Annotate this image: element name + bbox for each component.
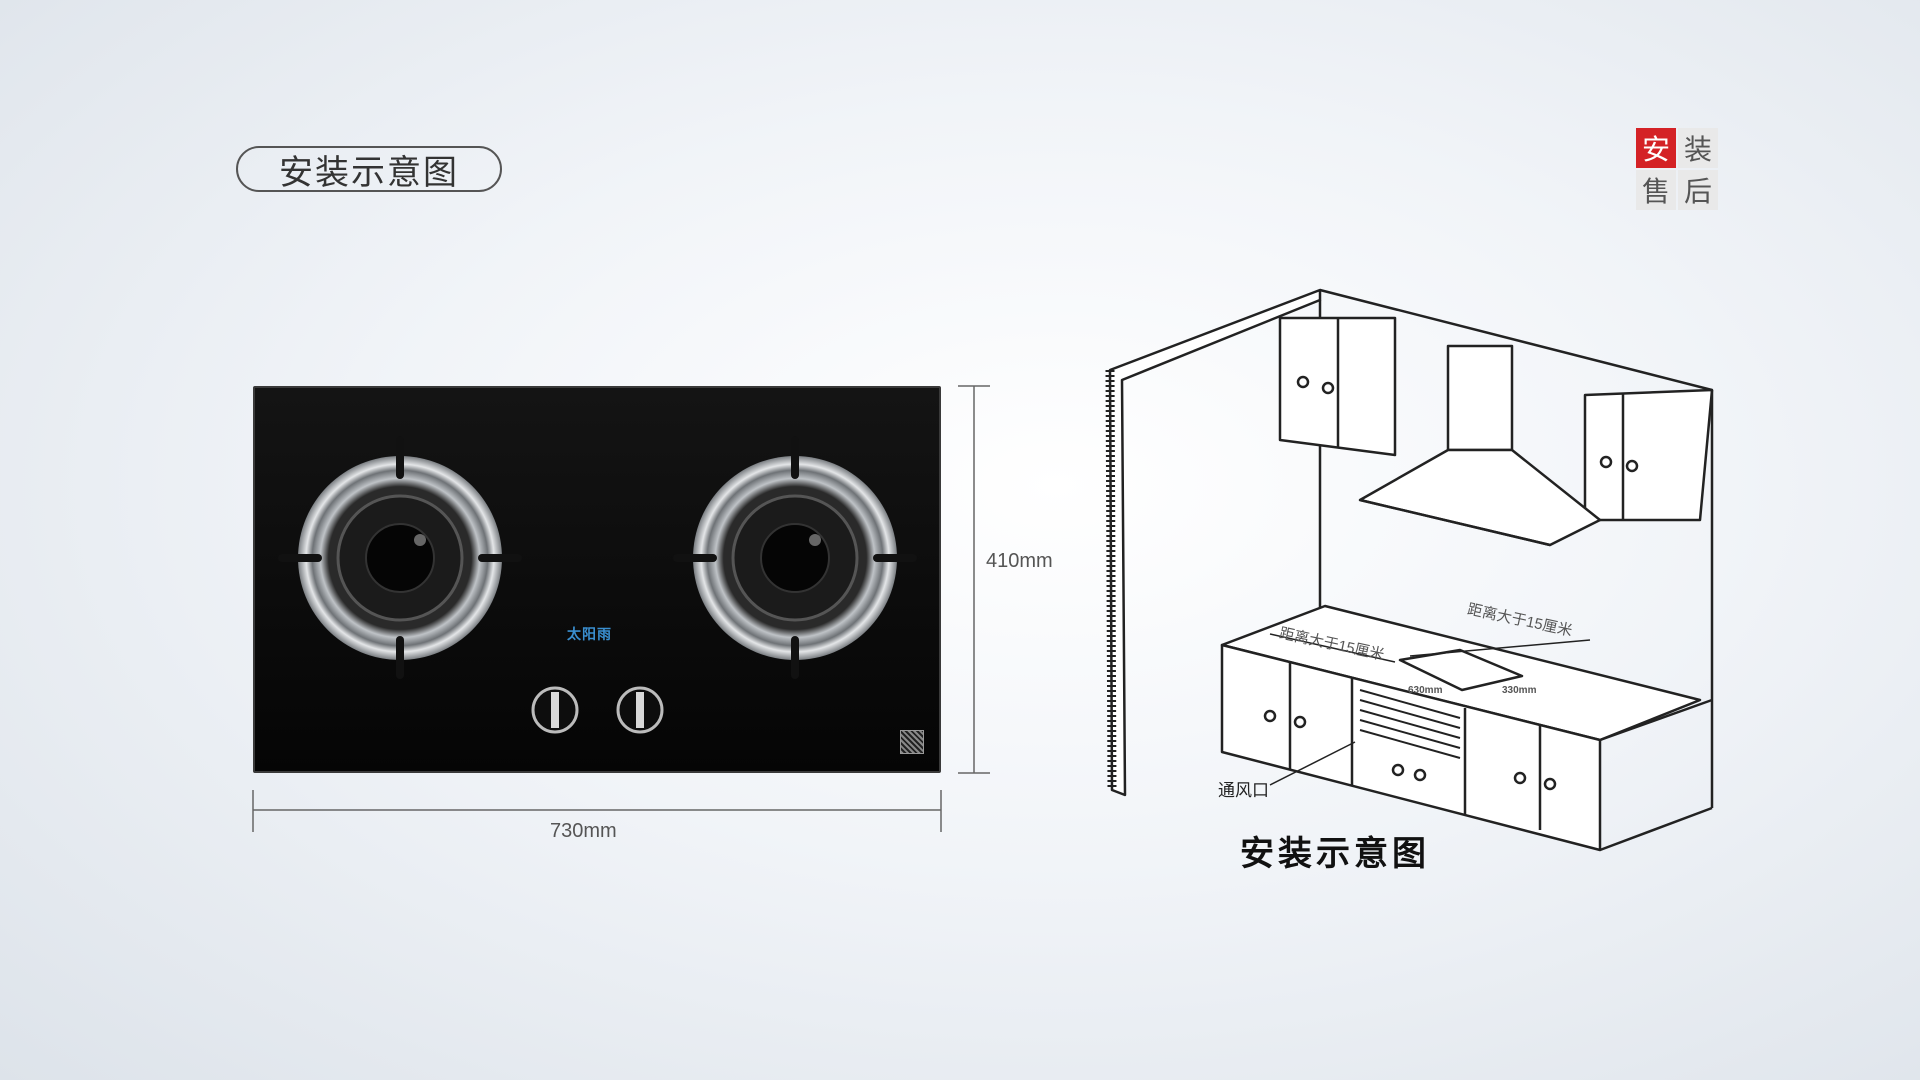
- qr-code-icon: [900, 730, 924, 754]
- brand-logo: 太阳雨: [567, 627, 612, 643]
- badge-char-shou: 售: [1636, 170, 1676, 210]
- section-title: 安装示意图: [236, 146, 502, 193]
- diagram-caption: 安装示意图: [1240, 834, 1430, 874]
- width-dimension: [252, 790, 942, 832]
- badge-char-hou: 后: [1678, 170, 1718, 210]
- burner-left: [278, 436, 522, 679]
- height-label: 410mm: [986, 550, 1053, 572]
- knob-right: [616, 686, 664, 734]
- knob-left: [531, 686, 579, 734]
- height-dimension: [958, 385, 990, 774]
- cutout-width-label: 630mm: [1408, 685, 1443, 696]
- vent-label: 通风口: [1218, 781, 1269, 800]
- width-label: 730mm: [550, 820, 617, 842]
- kitchen-diagram: [1105, 288, 1714, 852]
- after-sales-badge: 安 装 售 后: [1636, 128, 1718, 210]
- badge-char-zhuang: 装: [1678, 128, 1718, 168]
- badge-char-an: 安: [1636, 128, 1676, 168]
- burner-right: [673, 436, 917, 679]
- cutout-depth-label: 330mm: [1502, 685, 1537, 696]
